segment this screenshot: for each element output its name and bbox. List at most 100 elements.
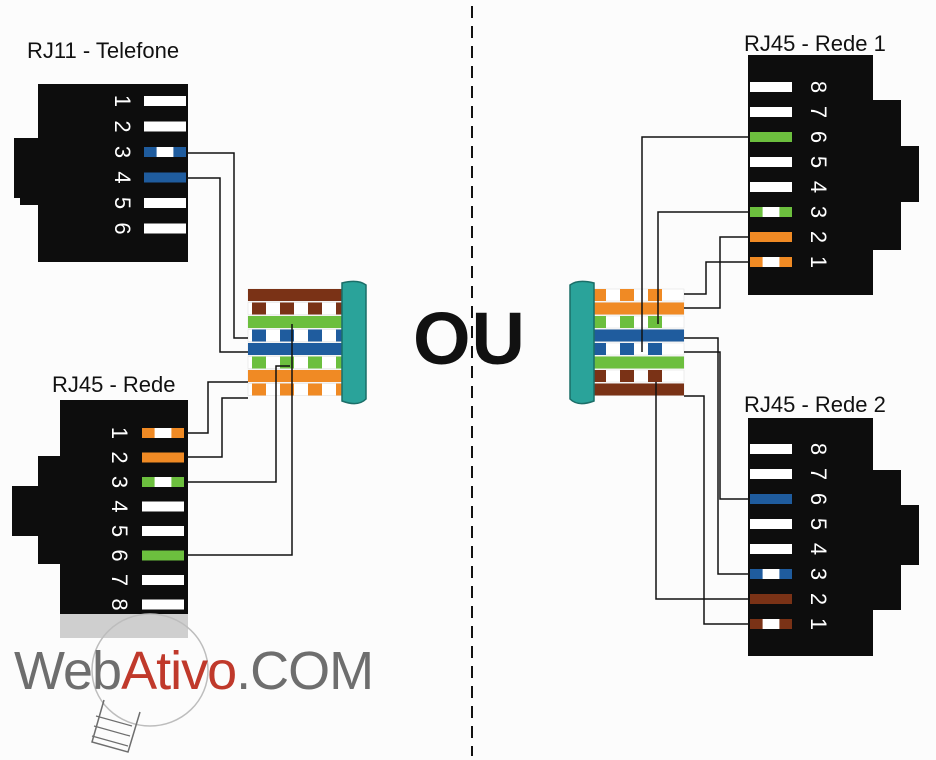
right-cable-wire-8-solid [588,383,684,396]
rj45-rede1-latch [899,146,919,202]
rj45-rede-pin-3-pad [142,477,184,487]
rj45-rede1-pin-5-number: 5 [806,156,831,168]
rj45-rede-side-clip [38,456,62,564]
bulb-base-icon [91,699,141,753]
rj45-rede2-pin-1-pad [750,619,792,629]
rj45-rede1-pin-3-number: 3 [806,206,831,218]
rj45-rede2-pin-3-pad-stripe-a [750,569,763,579]
rj45-rede1-pin-1-pad-stripe-a [750,257,763,267]
rj45-rede1-label: RJ45 - Rede 1 [744,31,886,56]
right-cable-wire-7-stripe [648,370,662,382]
rj45-rede-pin-2-pad-color [142,452,184,463]
wire-rede2-pin2 [655,382,750,600]
left-cable-wire-8-stripe [308,383,322,396]
rj45-rede1-pin-1-pad-stripe-b [779,257,792,267]
rj11-pin-2-pad [144,121,186,132]
rj45-rede2-pin-5-number: 5 [806,518,831,530]
right-cable-wire-1-stripe [592,289,606,301]
right-cable-wire-4-solid [588,329,684,342]
rj45-rede-pin-1-number: 1 [107,427,132,439]
rj45-rede2-pin-3-number: 3 [806,568,831,580]
right-cable-wire-5-stripe [620,343,634,355]
rj11-side-clip [14,138,40,198]
rj45-rede1-pin-3-pad-stripe-a [750,207,763,217]
rj45-rede-pin-8-pad [142,599,184,610]
rj45-rede-pin-3-pad-stripe-b [171,477,184,487]
left-cable-wire-2-stripe [280,302,294,315]
rj45-rede1-pin-4-number: 4 [806,181,831,193]
rj45-rede1-pin-4-pad [750,182,792,192]
rj45-rede1-pin-2-number: 2 [806,231,831,243]
rj45-rede1-side-clip [871,100,901,250]
rj45-rede-pin-4-number: 4 [107,500,132,512]
rj11-pin-3-pad [144,147,186,157]
rj45-rede1-pin-3-pad-stripe-b [779,207,792,217]
wire-rj45-pin6 [186,324,293,556]
rj45-rede2-pin-6-number: 6 [806,493,831,505]
right-cable-wire-3-stripe [592,316,606,328]
rj45-rede-pin-3-pad-stripe-a [142,477,155,487]
rj11-pin-3-number: 3 [110,146,135,158]
rj45-rede-pin-5-number: 5 [107,525,132,537]
rj45-rede2-side-clip [871,470,901,610]
rj45-rede-pin-4-pad [142,501,184,512]
rj45-rede1-pin-3-pad [750,207,792,217]
left-cable-wire-6-stripe [252,356,266,369]
right-cable-wire-2-solid [588,302,684,315]
rj45-rede2-pin-1-pad-stripe-b [779,619,792,629]
webativo-logo: WebAtivo.COM [14,640,374,702]
rj45-rede-base [60,614,188,638]
wire-rede2-pin3 [684,337,750,575]
right-cable-wire-7-stripe [620,370,634,382]
wire-rede2-pin6 [684,351,750,500]
wire-rede1-pin6 [641,136,750,352]
rj45-rede-latch [12,486,40,536]
right-cable-wire-5-stripe [648,343,662,355]
rj45-rede1-pin-8-pad [750,82,792,92]
bulb-glass-icon [91,613,209,727]
rj11-pin-3-pad-stripe-a [144,147,157,157]
rj11-pin-2-number: 2 [110,120,135,132]
wire-rj11-pin3 [186,152,248,339]
left-cable-wire-2-stripe [252,302,266,315]
rj45-rede1-connector [748,55,873,295]
wire-rj45-pin3 [186,365,290,483]
rj45-rede-label: RJ45 - Rede [52,372,176,397]
rj45-rede2-pin-2-number: 2 [806,593,831,605]
right-cable-wire-3-stripe [648,316,662,328]
wire-rj11-pin4 [186,177,248,353]
rj45-rede1-pin-6-number: 6 [806,131,831,143]
rj11-pin-1-number: 1 [110,95,135,107]
right-cable-wire-6-solid [588,356,684,369]
left-cable-sheath [341,280,367,405]
left-cable-wire-3-solid [248,316,348,328]
rj45-rede2-pin-8-pad [750,444,792,454]
wire-rj45-pin2 [186,397,248,458]
wire-rede1-pin1 [684,261,750,295]
rj11-label: RJ11 - Telefone [27,38,180,63]
rj11-pin-3-pad-stripe-b [173,147,186,157]
rj11-pin-4-pad-color [144,172,186,183]
rj45-rede2-pin-6-pad-color [750,494,792,504]
rj45-rede-pin-7-pad [142,575,184,585]
rj45-rede-pin-7-number: 7 [107,574,132,586]
rj45-rede2-label: RJ45 - Rede 2 [744,392,886,417]
wire-rede2-pin1 [684,395,750,625]
right-cable-wire-1-stripe [648,289,662,301]
rj45-rede-pin-1-pad-stripe-a [142,428,155,438]
rj45-rede2-pin-1-pad-stripe-a [750,619,763,629]
rj45-rede1-pin-7-number: 7 [806,106,831,118]
rj11-pin-5-pad [144,198,186,208]
logo-part-web: Web [14,641,122,701]
rj45-rede2-pin-1-number: 1 [806,618,831,630]
rj11-pin-6-pad [144,223,186,234]
left-cable-wire-2-stripe [308,302,322,315]
rj45-rede2-pin-4-number: 4 [806,543,831,555]
wire-rede1-pin3 [657,211,750,324]
rj45-rede1-pin-6-pad-color [750,132,792,142]
left-cable-wire-8-stripe [252,383,266,396]
rj11-pin-4-number: 4 [110,171,135,183]
wire-rede1-pin2 [684,236,750,309]
rj45-rede2-pin-3-pad-stripe-b [779,569,792,579]
